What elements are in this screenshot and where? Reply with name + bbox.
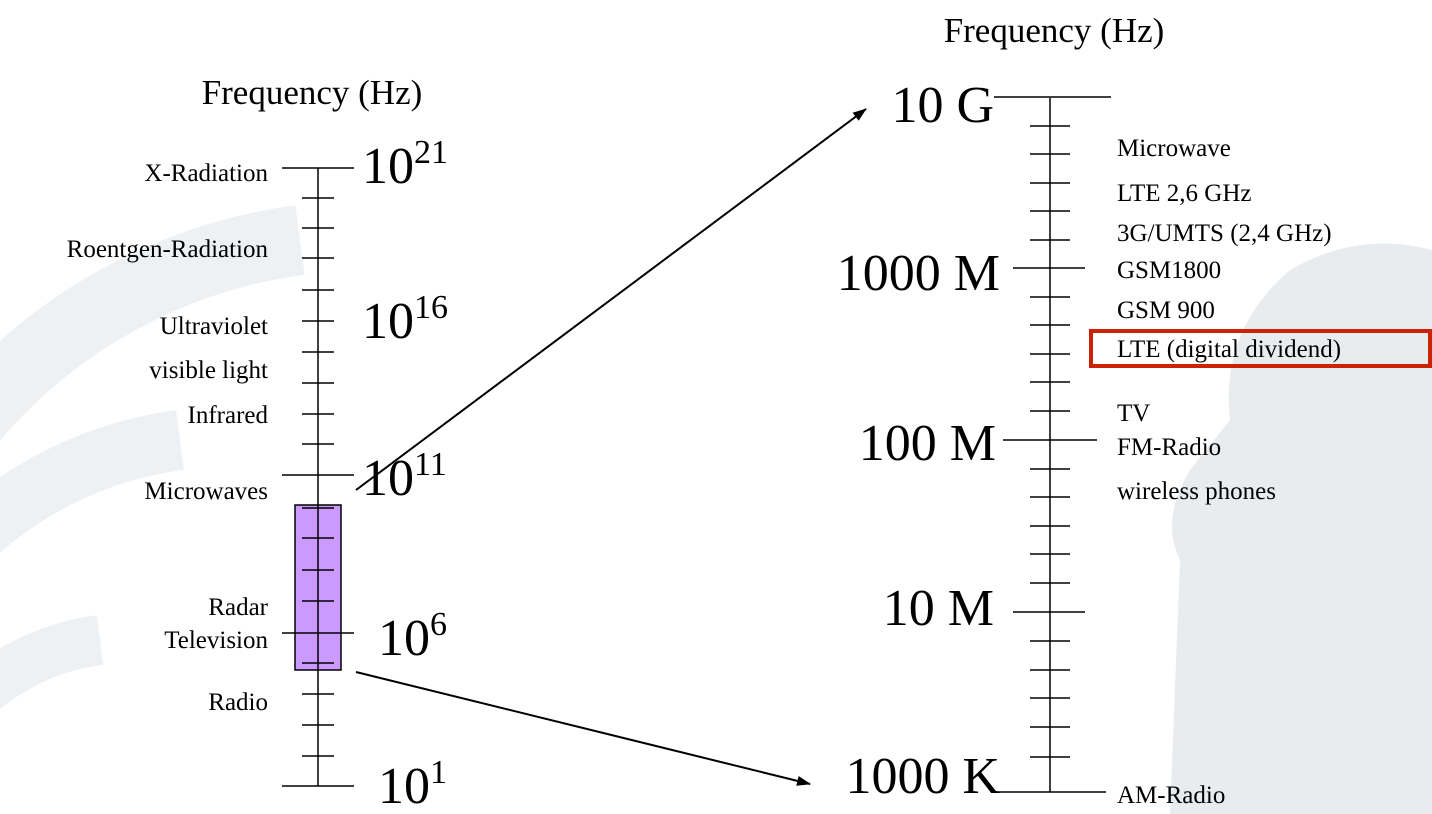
- right-band-microwave: Microwave: [1117, 135, 1231, 162]
- right-major-label-10m: 10 M: [883, 580, 994, 637]
- left-exp-label-16: 1016: [362, 289, 448, 350]
- right-major-label-100m: 100 M: [859, 415, 996, 472]
- left-exp-label-6: 106: [378, 606, 447, 667]
- right-band-tv: TV: [1117, 400, 1150, 427]
- left-band-microwaves: Microwaves: [144, 478, 268, 505]
- right-major-label-1000k: 1000 K: [845, 748, 1000, 805]
- right-band-am-radio: AM-Radio: [1117, 782, 1225, 809]
- left-axis: [282, 167, 354, 787]
- right-major-label-10g: 10 G: [891, 77, 994, 134]
- left-band-radar: Radar: [208, 594, 268, 621]
- left-band-x-radiation: X-Radiation: [144, 160, 268, 187]
- left-exp-label-21: 1021: [362, 134, 448, 195]
- right-band-3g-umts: 3G/UMTS (2,4 GHz): [1117, 220, 1332, 247]
- left-exp-label-1: 101: [378, 754, 447, 814]
- left-band-visible-light: visible light: [149, 357, 268, 384]
- right-band-lte-digital-dividend: LTE (digital dividend): [1117, 336, 1341, 363]
- left-band-ultraviolet: Ultraviolet: [160, 313, 268, 340]
- right-band-lte-2-6-ghz: LTE 2,6 GHz: [1117, 180, 1251, 207]
- right-band-gsm1800: GSM1800: [1117, 257, 1221, 284]
- left-band-infrared: Infrared: [188, 402, 269, 429]
- lte-highlight-box: [1089, 329, 1432, 368]
- right-major-label-1000m: 1000 M: [837, 245, 1000, 302]
- right-axis-title: Frequency (Hz): [944, 11, 1165, 50]
- zoom-arrow-top: [355, 108, 867, 491]
- right-band-wireless-phones: wireless phones: [1117, 478, 1276, 505]
- right-band-gsm900: GSM 900: [1117, 297, 1215, 324]
- zoom-arrow-bottom: [355, 671, 811, 786]
- left-band-television: Television: [164, 627, 268, 654]
- right-axis: [994, 96, 1111, 793]
- right-band-fm-radio: FM-Radio: [1117, 434, 1221, 461]
- left-band-radio: Radio: [208, 689, 268, 716]
- left-band-roentgen-radiation: Roentgen-Radiation: [67, 236, 269, 263]
- left-axis-title: Frequency (Hz): [202, 73, 423, 112]
